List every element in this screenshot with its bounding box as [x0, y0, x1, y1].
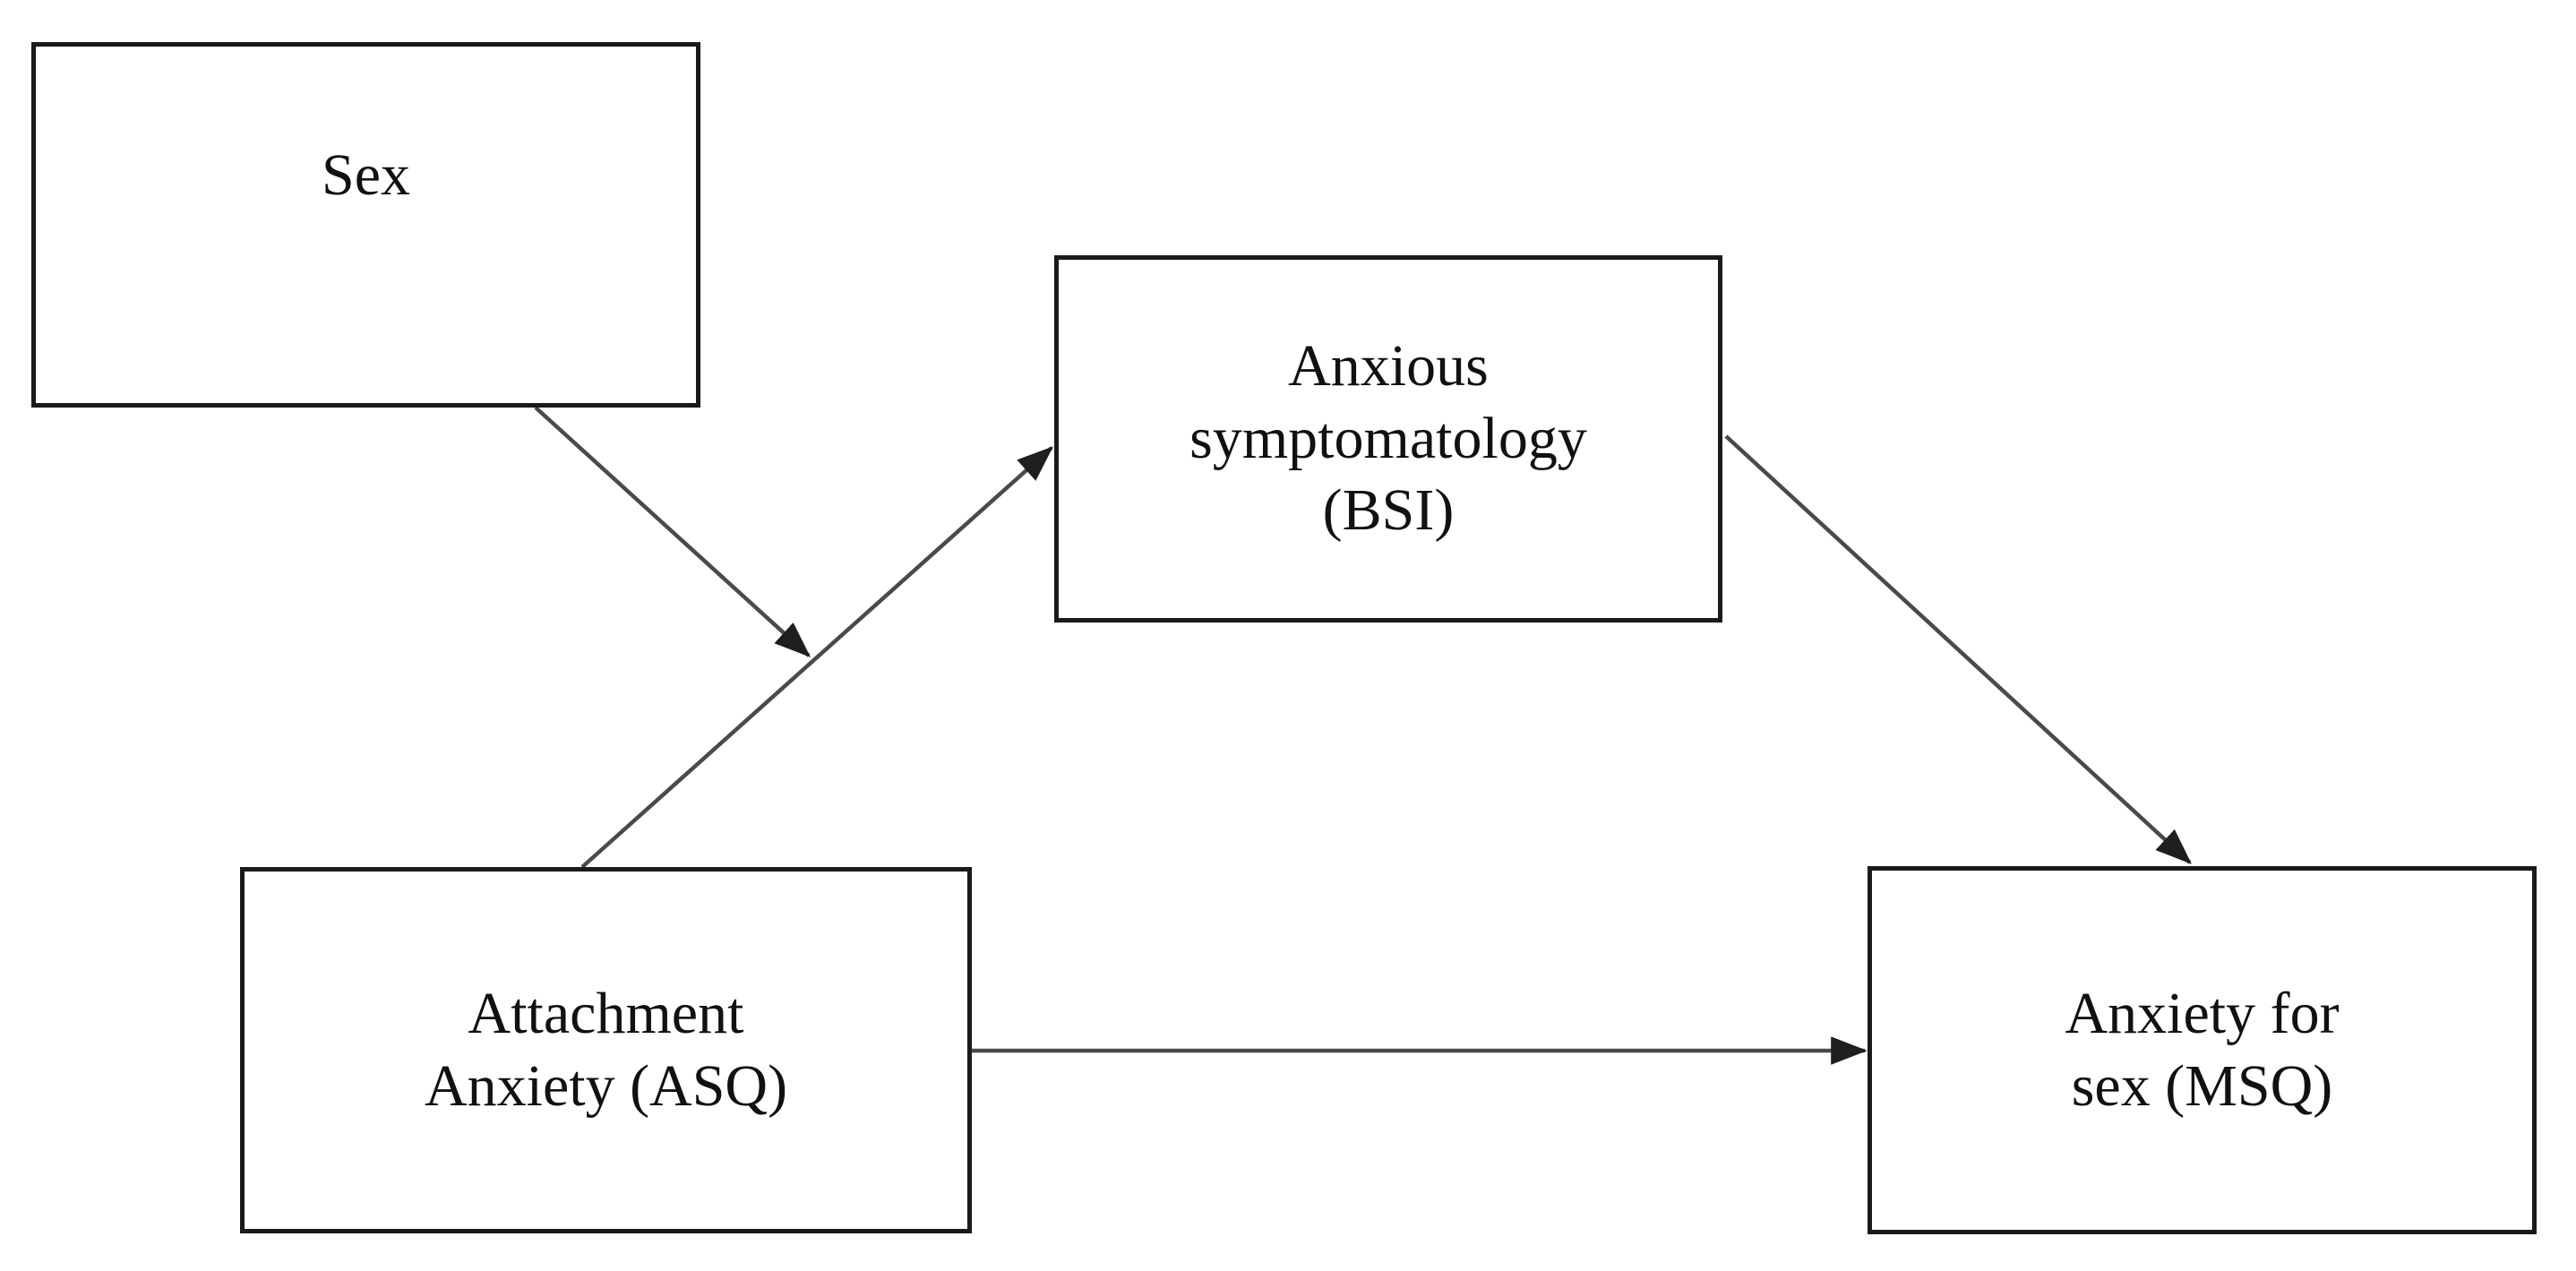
node-asq-line-1: Attachment — [468, 980, 744, 1046]
node-bsi-line-2: symptomatology — [1189, 405, 1587, 471]
node-bsi-text: Anxious symptomatology (BSI) — [1189, 331, 1587, 547]
edge-sex-to-path — [534, 406, 811, 657]
node-msq-text: Anxiety for sex (MSQ) — [2065, 978, 2339, 1122]
node-anxiety-for-sex-msq[interactable]: Anxiety for sex (MSQ) — [1868, 866, 2537, 1234]
node-anxious-symptomatology-bsi[interactable]: Anxious symptomatology (BSI) — [1054, 255, 1722, 623]
edge-asq-to-bsi — [580, 446, 1054, 869]
node-sex-line-1: Sex — [322, 142, 410, 208]
node-bsi-line-3: (BSI) — [1322, 477, 1455, 544]
node-asq-line-2: Anxiety (ASQ) — [424, 1052, 788, 1119]
node-msq-line-1: Anxiety for — [2065, 980, 2340, 1046]
node-asq-text: Attachment Anxiety (ASQ) — [425, 978, 787, 1122]
node-attachment-anxiety-asq[interactable]: Attachment Anxiety (ASQ) — [240, 867, 972, 1233]
node-msq-line-2: sex (MSQ) — [2071, 1052, 2333, 1119]
node-sex-text: Sex — [322, 140, 410, 212]
edge-bsi-to-msq — [1724, 434, 2192, 864]
node-sex[interactable]: Sex — [31, 42, 700, 408]
node-bsi-line-1: Anxious — [1288, 333, 1489, 399]
